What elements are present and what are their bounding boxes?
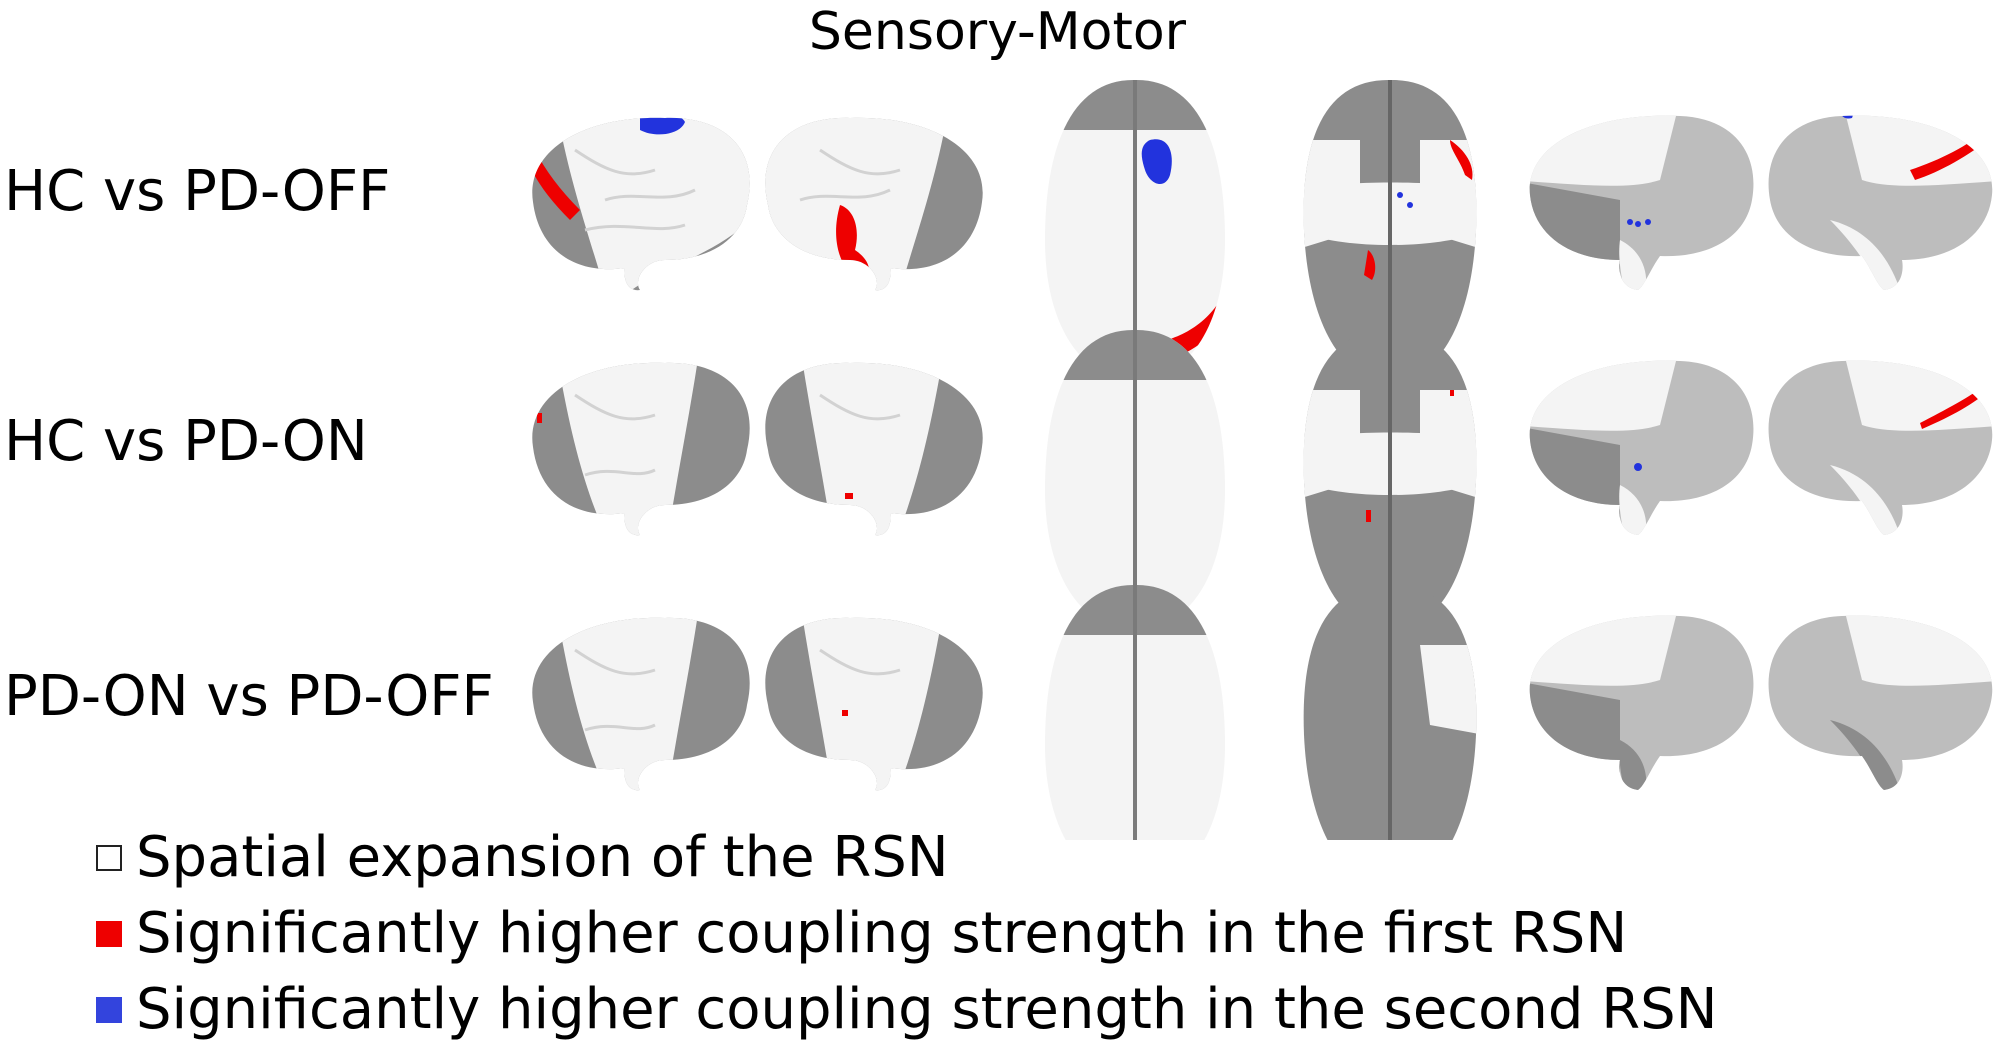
blue-square-swatch <box>96 997 122 1023</box>
brain-figure-grid <box>532 80 1993 840</box>
figure-title: Sensory-Motor <box>808 2 1187 62</box>
brain-medial-right-row1 <box>1768 115 1993 290</box>
brain-medial-left-row1 <box>1529 115 1754 290</box>
row-label-hc-vs-pd-on: HC vs PD-ON <box>4 409 368 474</box>
brain-lateral-right-row2 <box>765 362 983 536</box>
legend-item-spatial-expansion: Spatial expansion of the RSN <box>96 826 949 890</box>
brain-medial-left-row2 <box>1529 360 1754 535</box>
brain-lateral-left-row3 <box>532 617 750 791</box>
brain-dorsal-row3 <box>1045 585 1225 840</box>
brain-lateral-right-row1 <box>765 117 983 291</box>
legend-item-first-rsn: Significantly higher coupling strength i… <box>96 902 1627 966</box>
brain-lateral-left-row1 <box>532 117 750 291</box>
legend-text: Spatial expansion of the RSN <box>136 825 949 890</box>
white-square-swatch <box>96 845 122 871</box>
brain-lateral-left-row2 <box>532 362 750 536</box>
brain-medial-right-row3 <box>1768 615 1993 790</box>
legend-text: Significantly higher coupling strength i… <box>136 901 1628 966</box>
row-3-brains <box>532 585 1993 840</box>
legend-text: Significantly higher coupling strength i… <box>136 977 1718 1042</box>
brain-lateral-right-row3 <box>765 617 983 791</box>
brain-ventral-row2 <box>1303 330 1477 630</box>
row-label-pd-on-vs-pd-off: PD-ON vs PD-OFF <box>4 664 494 729</box>
brain-dorsal-row2 <box>1045 330 1225 630</box>
brain-medial-left-row3 <box>1529 615 1754 790</box>
legend-item-second-rsn: Significantly higher coupling strength i… <box>96 978 1718 1042</box>
brain-ventral-row3 <box>1303 585 1477 840</box>
brain-medial-right-row2 <box>1768 360 1993 535</box>
row-label-hc-vs-pd-off: HC vs PD-OFF <box>4 159 391 224</box>
red-square-swatch <box>96 921 122 947</box>
row-1-brains <box>532 80 1993 380</box>
row-2-brains <box>532 330 1993 630</box>
